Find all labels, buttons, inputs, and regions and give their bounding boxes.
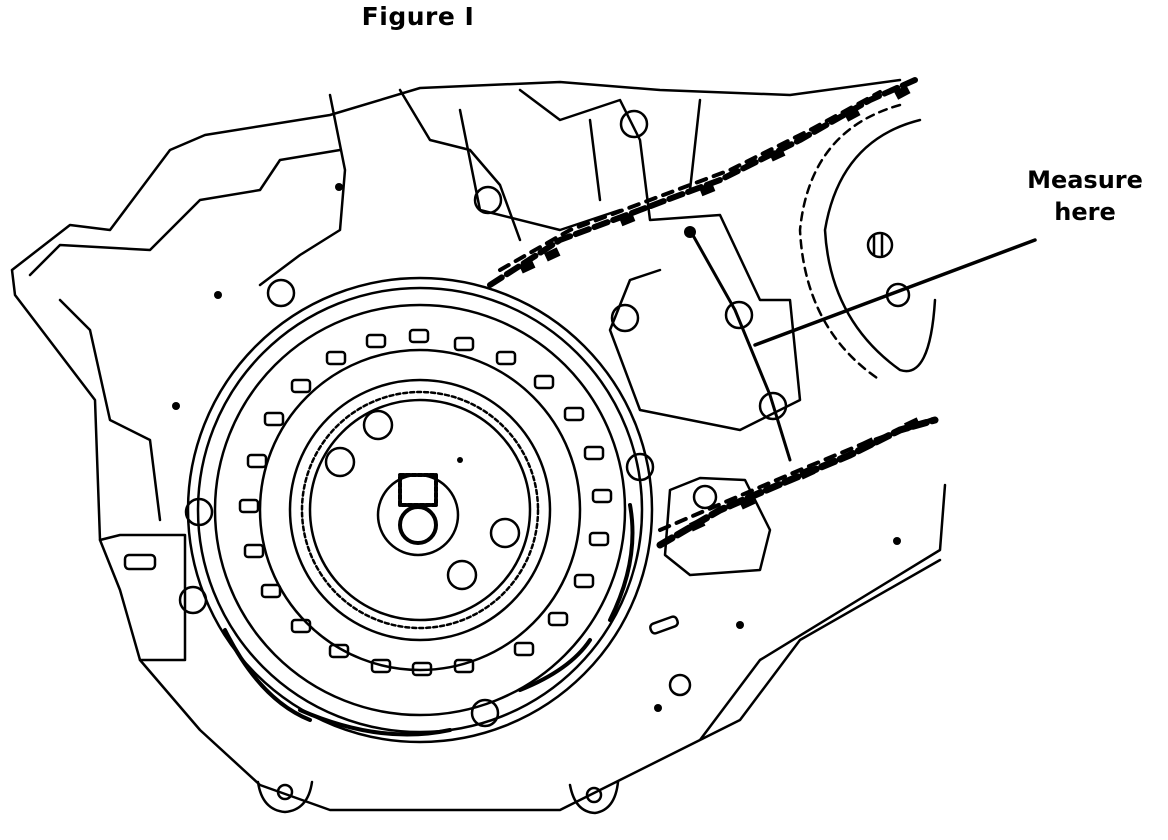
callout-leader bbox=[753, 238, 1037, 347]
bottom-ear-right-hole bbox=[585, 786, 603, 804]
inner-hub-outline bbox=[288, 378, 552, 642]
bolt-boss-1 bbox=[266, 278, 296, 308]
center-spline bbox=[398, 473, 438, 507]
lower-chain-outer bbox=[656, 416, 939, 549]
bolt-boss-10 bbox=[178, 585, 208, 615]
drum-ring bbox=[213, 303, 627, 717]
upper-cover bbox=[258, 88, 802, 432]
measuring-rod bbox=[688, 228, 792, 462]
chain-links-dark bbox=[518, 85, 921, 532]
right-sprocket-teeth bbox=[798, 103, 902, 382]
sprocket-hole-1 bbox=[866, 231, 894, 259]
right-sprocket bbox=[823, 118, 937, 373]
bolt-boss-6 bbox=[724, 300, 754, 330]
upper-chain-inner bbox=[498, 90, 882, 272]
housing-inner-ridge bbox=[28, 148, 342, 522]
center-shaft-bore bbox=[398, 505, 438, 545]
bolt-boss-9 bbox=[470, 698, 500, 728]
bottom-ear-left-hole bbox=[276, 783, 294, 801]
bolt-boss-5 bbox=[610, 303, 640, 333]
lower-chain-inner bbox=[658, 418, 932, 532]
slot-2 bbox=[123, 553, 157, 571]
bolt-boss-11 bbox=[668, 673, 692, 697]
drum-outer-rim bbox=[186, 276, 654, 744]
callout-line-2: here bbox=[1054, 198, 1116, 226]
hub-hole-left bbox=[324, 446, 356, 478]
tensioner-pin bbox=[692, 484, 718, 510]
cover-rib-2 bbox=[588, 98, 702, 202]
tensioner-block bbox=[663, 476, 772, 577]
upper-chain-outer bbox=[487, 77, 918, 288]
slot-1 bbox=[649, 615, 679, 635]
lower-guard-right bbox=[518, 638, 592, 692]
lower-guard-left bbox=[223, 628, 312, 722]
bolt-boss-7 bbox=[758, 391, 788, 421]
bolt-boss-3 bbox=[473, 185, 503, 215]
drum-windows bbox=[238, 328, 613, 677]
measure-here-callout: Measure here bbox=[1010, 164, 1160, 228]
figure-title: Figure I bbox=[361, 2, 475, 31]
drum-outer-rim-2 bbox=[196, 286, 644, 734]
inner-gear-ring-2 bbox=[308, 398, 532, 622]
lower-guard-bottom bbox=[298, 708, 452, 737]
bottom-ear-right bbox=[568, 780, 620, 815]
left-flange bbox=[98, 533, 187, 662]
right-drum-guard bbox=[608, 503, 635, 622]
callout-line-1: Measure bbox=[1027, 166, 1143, 194]
rivet-dots bbox=[172, 183, 901, 712]
bolt-boss-2 bbox=[184, 497, 214, 527]
bottom-ear-left bbox=[256, 780, 314, 814]
bolt-boss-4 bbox=[619, 109, 649, 139]
cover-rib bbox=[458, 108, 622, 232]
drum-window-ring-inner bbox=[258, 348, 582, 672]
hub-hole-top bbox=[362, 409, 394, 441]
bolt-boss-8 bbox=[625, 452, 655, 482]
hub-hole-bottom bbox=[446, 559, 478, 591]
inner-gear-ring bbox=[300, 390, 540, 630]
hub-hole-right bbox=[489, 517, 521, 549]
housing-outline bbox=[10, 78, 947, 812]
